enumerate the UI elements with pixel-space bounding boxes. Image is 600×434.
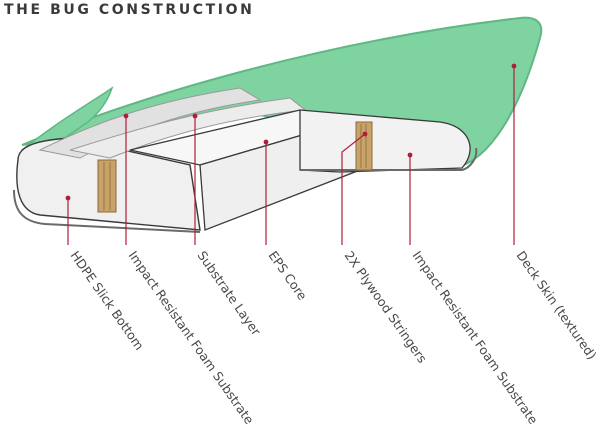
leader-foam-left xyxy=(123,113,129,245)
stringer-left xyxy=(97,159,117,213)
leader-substrate xyxy=(192,113,198,245)
label-substrate: Substrate Layer xyxy=(195,248,265,339)
right-bottom-skin xyxy=(300,147,478,171)
label-eps: EPS Core xyxy=(266,248,311,303)
leader-stringers xyxy=(341,131,368,245)
label-foam-left: Impact Resistant Foam Substrate xyxy=(126,248,258,427)
stringer-right xyxy=(355,121,373,171)
substrate-sheet-2 xyxy=(69,97,307,159)
label-deck: Deck Skin (textured) xyxy=(514,248,600,362)
leader-eps xyxy=(263,139,269,245)
label-foam-right: Impact Resistant Foam Substrate xyxy=(410,248,542,427)
leader-deck xyxy=(511,63,517,245)
hdpe-bottom-shape xyxy=(13,189,201,233)
page-title: THE BUG CONSTRUCTION xyxy=(4,2,255,18)
leader-foam-right xyxy=(407,152,413,245)
leader-hdpe xyxy=(65,195,71,245)
